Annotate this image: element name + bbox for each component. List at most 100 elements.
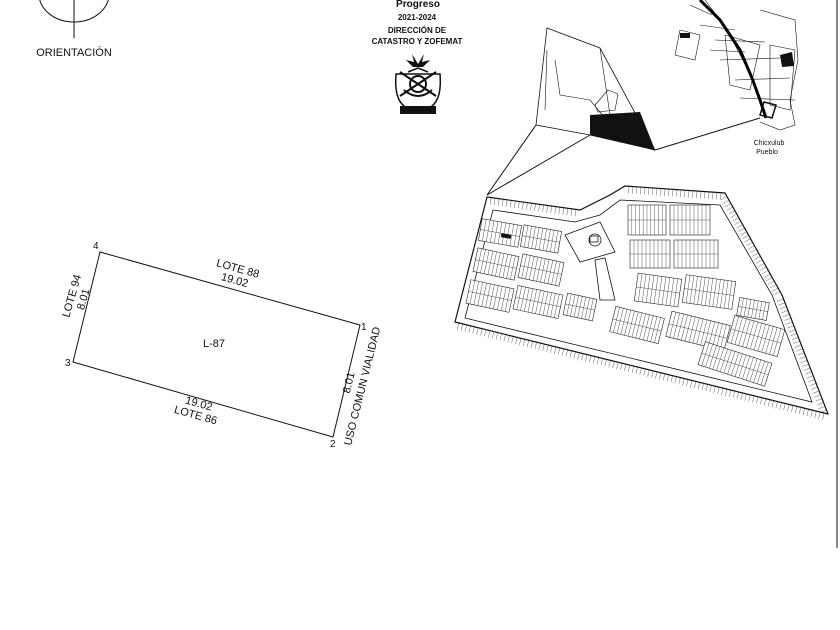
perimeter-lot-line xyxy=(495,332,498,340)
perimeter-lot-line xyxy=(736,391,739,399)
perimeter-lot-line xyxy=(750,249,757,253)
perimeter-lot-line xyxy=(767,280,775,285)
perimeter-lot-line xyxy=(554,206,556,214)
subdivision-block xyxy=(629,239,671,269)
perimeter-lot-line xyxy=(694,381,697,389)
perimeter-lot-line xyxy=(678,377,681,385)
perimeter-lot-line xyxy=(778,302,786,306)
perimeter-lot-line xyxy=(488,330,491,338)
perimeter-lot-line xyxy=(799,356,806,360)
perimeter-lot-line xyxy=(530,341,533,349)
perimeter-lot-line xyxy=(790,333,797,337)
perimeter-lot-line xyxy=(526,202,528,210)
perimeter-lot-line xyxy=(497,198,500,206)
lot-plan: 1 2 3 4 L-87 LOTE 88 19.02 19.02 LOTE 86… xyxy=(60,241,383,450)
perimeter-lot-line xyxy=(686,379,689,387)
town-block-dark-1 xyxy=(680,33,690,38)
vertex-label-1: 1 xyxy=(361,322,367,333)
perimeter-lot-line xyxy=(589,355,592,363)
perimeter-lot-line xyxy=(472,326,475,334)
administration-period: 2021-2024 xyxy=(398,13,437,22)
perimeter-lot-line xyxy=(476,327,479,335)
municipality-name: Progreso xyxy=(396,0,440,10)
perimeter-lot-line xyxy=(724,203,731,208)
subdivision-block xyxy=(633,272,683,308)
perimeter-lot-line xyxy=(776,298,784,302)
perimeter-lot-line xyxy=(651,370,654,378)
perimeter-lot-line xyxy=(484,329,487,337)
subdivision-block xyxy=(517,253,565,287)
road-ring xyxy=(759,101,777,119)
perimeter-lot-line xyxy=(721,388,724,395)
perimeter-lot-line xyxy=(546,205,548,213)
perimeter-lot-line xyxy=(518,201,520,209)
subdivision-block xyxy=(472,247,520,281)
perimeter-lot-line xyxy=(742,235,749,239)
perimeter-lot-line xyxy=(639,367,642,375)
subdivision-block xyxy=(609,305,665,345)
perimeter-lot-line xyxy=(491,331,495,339)
perimeter-lot-line xyxy=(816,402,824,406)
perimeter-lot-line xyxy=(811,386,818,390)
perimeter-lot-line xyxy=(806,409,809,417)
perimeter-lot-line xyxy=(538,343,541,350)
perimeter-lot-line xyxy=(503,334,506,342)
perimeter-lot-line xyxy=(674,376,677,384)
perimeter-lot-line xyxy=(756,396,759,404)
perimeter-lot-line xyxy=(726,206,733,211)
perimeter-lot-line xyxy=(752,252,759,257)
perimeter-lot-line xyxy=(612,361,615,369)
perimeter-lot-line xyxy=(722,199,730,204)
perimeter-lot-line xyxy=(573,351,576,359)
perimeter-lot-line xyxy=(566,208,569,216)
header-block: Progreso 2021-2024 DIRECCIÓN DE CATASTRO… xyxy=(372,0,463,46)
subdivision-block xyxy=(562,292,598,322)
perimeter-lot-line xyxy=(813,394,821,398)
perimeter-lot-line xyxy=(784,317,791,321)
perimeter-lot-line xyxy=(647,369,650,377)
perimeter-lot-line xyxy=(814,411,817,418)
perimeter-lot-line xyxy=(659,372,662,380)
perimeter-lot-line xyxy=(616,362,619,370)
subdivision-block xyxy=(478,218,522,248)
perimeter-lot-line xyxy=(740,231,747,236)
perimeter-lot-line xyxy=(754,256,761,260)
perimeter-lot-line xyxy=(643,368,646,376)
perimeter-lot-line xyxy=(635,366,638,374)
perimeter-lot-line xyxy=(765,277,773,282)
perimeter-lot-line xyxy=(773,291,781,296)
perimeter-lot-line xyxy=(736,224,743,229)
perimeter-lot-line xyxy=(581,353,584,361)
subdivision-block xyxy=(512,285,564,319)
perimeter-lot-line xyxy=(526,340,530,348)
vertex-label-2: 2 xyxy=(330,439,336,450)
perimeter-lot-line xyxy=(538,204,540,212)
perimeter-lot-line xyxy=(604,359,607,367)
perimeter-lot-line xyxy=(701,383,704,391)
perimeter-lot-line xyxy=(468,325,471,333)
subdivision-block xyxy=(697,341,773,387)
perimeter-lot-line xyxy=(546,344,549,352)
perimeter-lot-line xyxy=(779,306,787,310)
perimeter-lot-line xyxy=(457,322,460,330)
perimeter-lot-line xyxy=(713,386,716,394)
location-map: Chicxulub Pueblo xyxy=(486,0,799,196)
perimeter-lot-line xyxy=(464,324,467,332)
perimeter-lot-line xyxy=(534,342,537,349)
orientation-label: ORIENTACIÓN xyxy=(36,46,112,59)
perimeter-lot-line xyxy=(769,284,777,289)
perimeter-lot-line xyxy=(756,259,763,264)
perimeter-lot-line xyxy=(781,310,789,314)
subdivision-block xyxy=(681,274,737,310)
lot-boundary xyxy=(72,251,361,438)
perimeter-lot-line xyxy=(534,203,536,211)
subdivision-block xyxy=(627,204,667,236)
perimeter-lot-line xyxy=(720,196,728,201)
perimeter-lot-line xyxy=(818,406,826,410)
perimeter-lot-line xyxy=(808,379,815,383)
perimeter-lot-line xyxy=(744,393,747,401)
perimeter-lot-line xyxy=(779,402,782,410)
perimeter-lot-line xyxy=(523,339,526,347)
perimeter-lot-line xyxy=(593,356,596,364)
perimeter-lot-line xyxy=(746,242,753,246)
